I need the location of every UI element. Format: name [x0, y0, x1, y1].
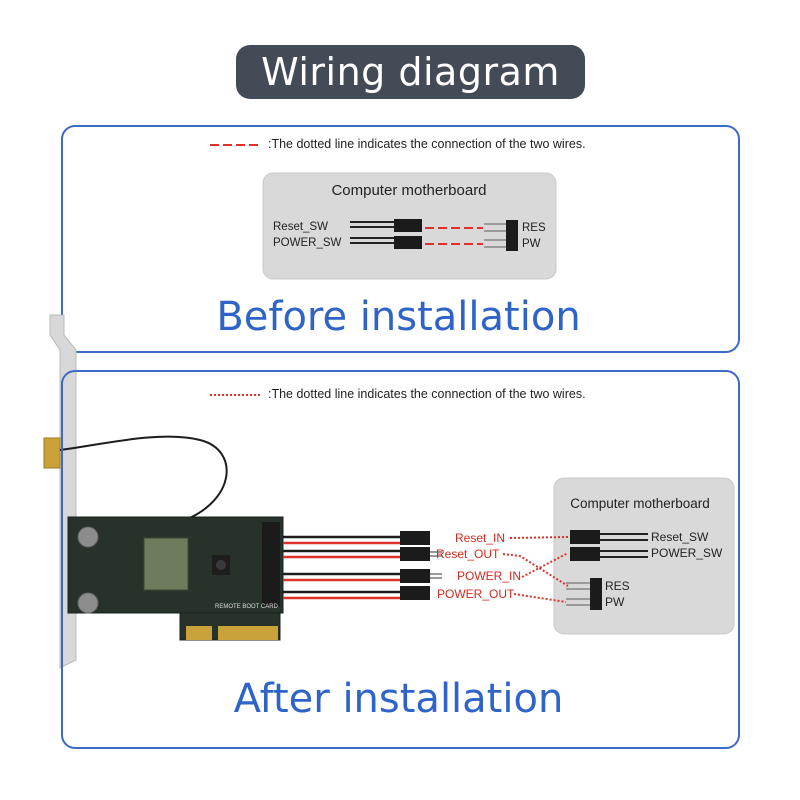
before-label-res: RES	[522, 222, 546, 234]
label-reset-in: Reset_IN	[455, 531, 505, 545]
diagram-title: Wiring diagram	[236, 45, 585, 99]
caption-after-installation: After installation	[233, 676, 564, 722]
before-label-pw: PW	[522, 238, 541, 250]
caption-before-installation: Before installation	[216, 294, 581, 340]
mb-connector-reset-sw	[570, 530, 600, 544]
after-label-power-sw: POWER_SW	[651, 546, 723, 560]
label-power-in: POWER_IN	[457, 569, 521, 583]
before-board-title: Computer motherboard	[331, 182, 486, 199]
after-label-pw: PW	[605, 595, 625, 609]
legend-text-after: :The dotted line indicates the connectio…	[268, 387, 586, 401]
after-header-pins	[566, 578, 602, 610]
connector-power-out	[400, 586, 430, 600]
after-cable-bundle	[283, 535, 400, 600]
remote-boot-card-pcb	[67, 516, 284, 641]
after-label-reset-sw: Reset_SW	[651, 530, 709, 544]
label-power-out: POWER_OUT	[437, 587, 515, 601]
after-board-title: Computer motherboard	[570, 496, 710, 511]
after-label-res: RES	[605, 579, 630, 593]
before-header-pins	[484, 220, 518, 251]
label-reset-out: Reset_OUT	[436, 547, 500, 561]
mb-connector-power-sw	[570, 547, 600, 561]
legend-text-before: :The dotted line indicates the connectio…	[268, 137, 586, 151]
before-reset-connector	[394, 219, 422, 232]
connector-reset-out	[400, 547, 430, 561]
connector-power-in	[400, 569, 430, 583]
card-silkscreen-label: REMOTE BOOT CARD	[215, 604, 279, 610]
before-power-connector	[394, 236, 422, 249]
connector-pins	[430, 551, 442, 579]
before-wire-bundle	[350, 221, 395, 244]
before-label-power-sw: POWER_SW	[273, 237, 342, 249]
before-label-reset-sw: Reset_SW	[273, 221, 328, 233]
after-installation-panel	[61, 370, 740, 749]
connector-reset-in	[400, 531, 430, 545]
after-dotted-connections	[502, 536, 569, 603]
mb-wires	[600, 533, 648, 558]
